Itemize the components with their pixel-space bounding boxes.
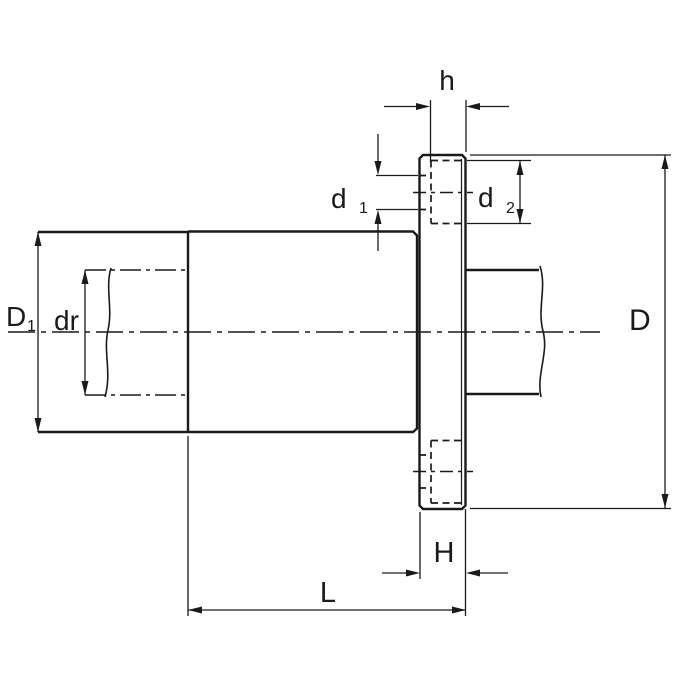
dim-label-H: H — [434, 537, 455, 569]
dim-label-D1-subscript: 1 — [27, 318, 36, 335]
dimension-d2: d 2 — [467, 159, 531, 225]
flange-hole-bottom — [413, 439, 473, 504]
h-arrow-left — [416, 103, 430, 110]
phantom-screw-left — [85, 267, 188, 398]
counterbore-top-hidden-lines — [430, 159, 463, 225]
D-arrow-top — [661, 155, 669, 169]
dim-label-h: h — [439, 65, 455, 96]
screw-shaft-right — [466, 265, 546, 398]
L-extension-lines — [187, 436, 467, 616]
screw-break-line — [104, 267, 112, 398]
dim-label-d2: d — [478, 182, 494, 213]
shaft-edges — [466, 268, 539, 396]
d2-arrow-bottom — [516, 209, 524, 223]
dim-label-d2-subscript: 2 — [506, 200, 515, 217]
d1-arrow-top — [374, 161, 382, 175]
dim-label-dr: dr — [54, 305, 79, 336]
d2-arrow-top — [516, 161, 524, 175]
dim-label-L: L — [320, 577, 336, 609]
D1-arrow-top — [34, 232, 42, 246]
L-arrow-left — [188, 606, 202, 614]
D-arrow-bottom — [661, 494, 669, 508]
counterbore-bottom-hidden-lines — [430, 439, 463, 504]
dimension-L: L — [187, 436, 467, 616]
dim-label-d1-subscript: 1 — [359, 200, 368, 217]
dimension-D1: D 1 — [6, 232, 42, 432]
screw-phantom-lines — [85, 269, 188, 396]
dimension-dr: dr — [54, 270, 89, 395]
dimension-d1: d 1 — [331, 134, 418, 251]
D-extension-lines — [470, 154, 671, 510]
through-hole-bottom-hidden-lines — [419, 454, 431, 489]
flange-outline — [418, 153, 467, 511]
through-hole-top-hidden-lines — [419, 174, 431, 211]
flange-hole-top — [413, 159, 473, 225]
dr-arrow-bottom — [81, 381, 89, 395]
shaft-break-line — [539, 265, 546, 398]
d1-extension-lines — [376, 174, 418, 211]
L-arrow-right — [452, 606, 466, 614]
H-arrow-right — [466, 569, 480, 577]
dimension-D: D — [470, 154, 671, 510]
dim-label-D1: D — [6, 301, 26, 332]
D1-arrow-bottom — [34, 418, 42, 432]
d2-extension-lines — [467, 159, 531, 225]
dim-label-D: D — [629, 304, 651, 337]
H-arrow-left — [406, 569, 420, 577]
h-extension-lines — [429, 100, 467, 162]
h-arrow-right — [466, 103, 480, 110]
dr-arrow-top — [81, 270, 89, 284]
dimension-h: h — [384, 65, 509, 162]
dimension-H: H — [382, 512, 508, 579]
d1-arrow-bottom — [374, 210, 382, 224]
dim-label-d1: d — [331, 183, 347, 214]
